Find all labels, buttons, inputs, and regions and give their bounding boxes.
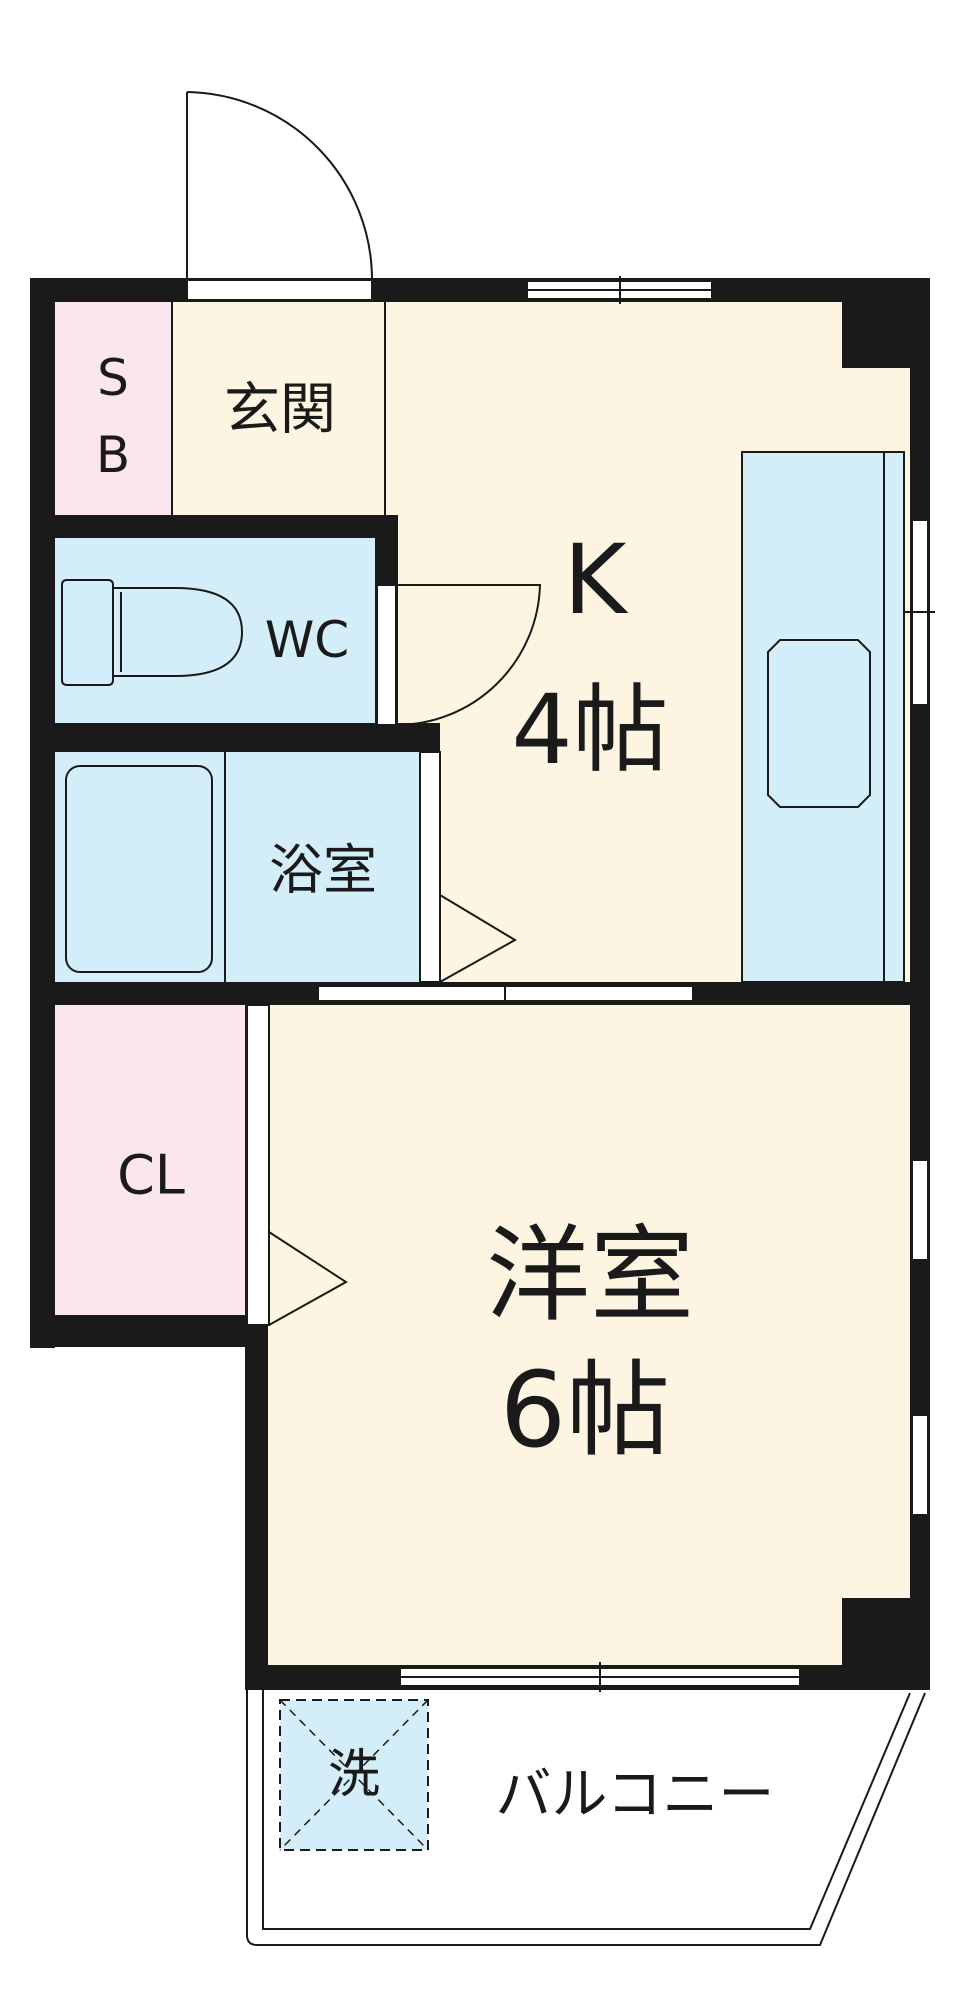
- western-room-label: 洋室: [486, 1214, 694, 1336]
- laundry-label: 洗: [328, 1745, 380, 1805]
- toilet-floor: [55, 538, 375, 723]
- closet-floor: [55, 1005, 247, 1315]
- wall-closet-bottom: [30, 1315, 268, 1347]
- kitchen-sink: [767, 639, 871, 808]
- shoe-box-label-s: S: [97, 349, 129, 407]
- bathroom-door-frame: [419, 751, 441, 983]
- shoe-box-floor: [55, 300, 172, 515]
- laundry-cross-b: [279, 1699, 429, 1851]
- wall-top: [30, 278, 930, 302]
- shoe-box-label-b: B: [96, 426, 130, 484]
- toilet-tank: [61, 579, 114, 686]
- toilet-bowl: [112, 587, 244, 677]
- wall-toilet-bottom: [30, 723, 440, 752]
- window-western-right-1: [911, 1159, 929, 1261]
- entrance-door-frame: [186, 279, 373, 301]
- bathtub: [65, 765, 213, 973]
- closet-door-frame: [246, 1004, 270, 1326]
- bathroom-label: 浴室: [269, 839, 377, 902]
- western-room-size: 6帖: [500, 1349, 670, 1471]
- window-western-right-2: [911, 1414, 929, 1516]
- bathroom-door-swing: [439, 894, 517, 983]
- western-room-floor: [268, 1005, 910, 1665]
- toilet-label: WC: [265, 611, 349, 669]
- entrance-label: 玄関: [224, 378, 336, 443]
- closet-door-swing: [268, 1231, 348, 1326]
- kitchen-label: K: [564, 524, 629, 636]
- wall-western-left: [245, 1315, 268, 1680]
- entrance-floor: [172, 300, 385, 515]
- walls: [30, 278, 930, 1690]
- wall-entrance-bottom: [30, 515, 398, 538]
- closet-label: CL: [117, 1144, 185, 1207]
- kitchen-size: 4帖: [511, 674, 668, 786]
- kitchen-counter: [741, 451, 905, 983]
- column-bottom-right: [842, 1598, 930, 1690]
- column-top-right: [842, 278, 930, 368]
- balcony-outline: [246, 1690, 926, 1946]
- balcony-label: バルコニー: [496, 1763, 775, 1828]
- toilet-door-swing: [395, 584, 542, 726]
- toilet-door-frame: [376, 584, 397, 726]
- entrance-door-swing: [186, 91, 373, 281]
- wall-left: [30, 278, 55, 1348]
- balcony-inner-outline: [262, 1690, 911, 1930]
